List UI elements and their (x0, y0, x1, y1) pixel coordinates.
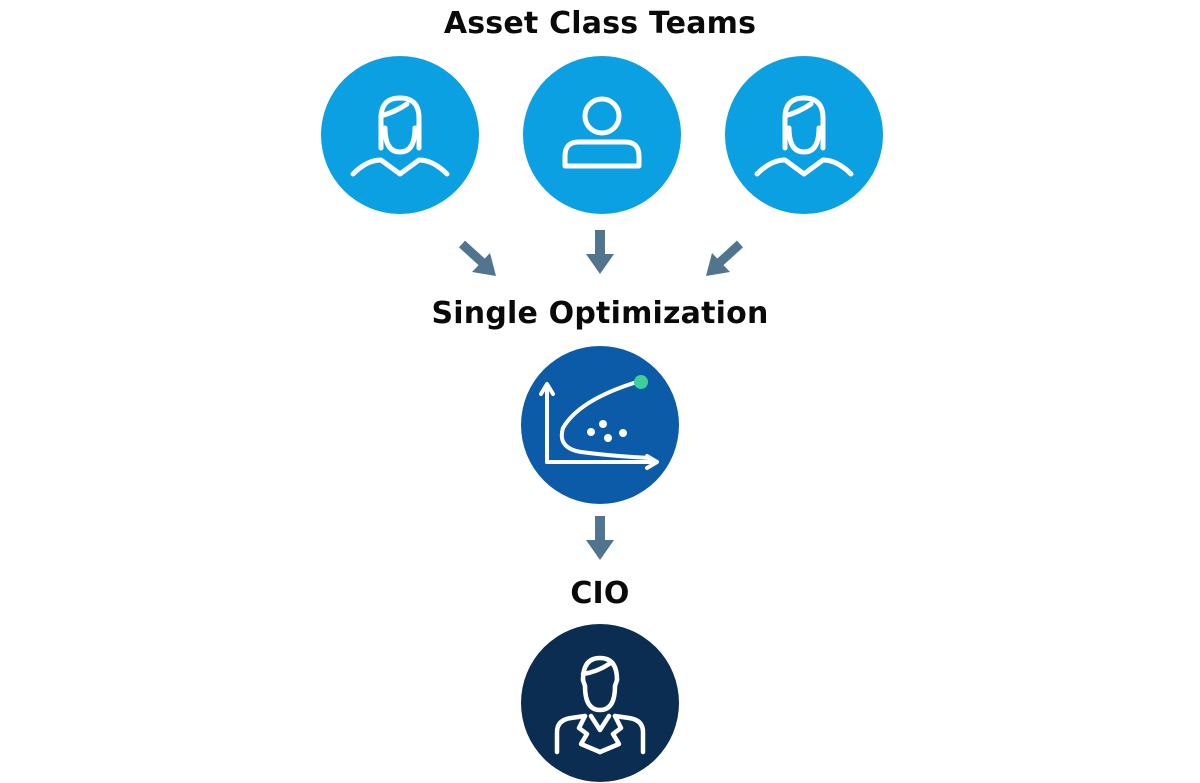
optimization-circle (521, 346, 679, 504)
team-member-center-circle (523, 56, 681, 214)
arrow-icon-center (586, 230, 614, 274)
cio-circle (521, 624, 679, 782)
female-user-icon (350, 95, 450, 177)
female-user-icon (754, 95, 854, 177)
highlight-dot (634, 375, 648, 389)
heading-single-optimization: Single Optimization (431, 296, 769, 331)
heading-asset-class-teams: Asset Class Teams (443, 6, 757, 41)
efficient-frontier-chart-icon (539, 375, 659, 470)
team-member-right-circle (725, 56, 883, 214)
user-icon (562, 96, 642, 169)
arrow-icon-down (586, 516, 614, 560)
heading-cio: CIO (570, 576, 630, 611)
executive-icon (554, 655, 646, 755)
arrow-icon-right (706, 240, 744, 276)
team-member-left-circle (321, 56, 479, 214)
arrow-icon-left (458, 240, 496, 276)
